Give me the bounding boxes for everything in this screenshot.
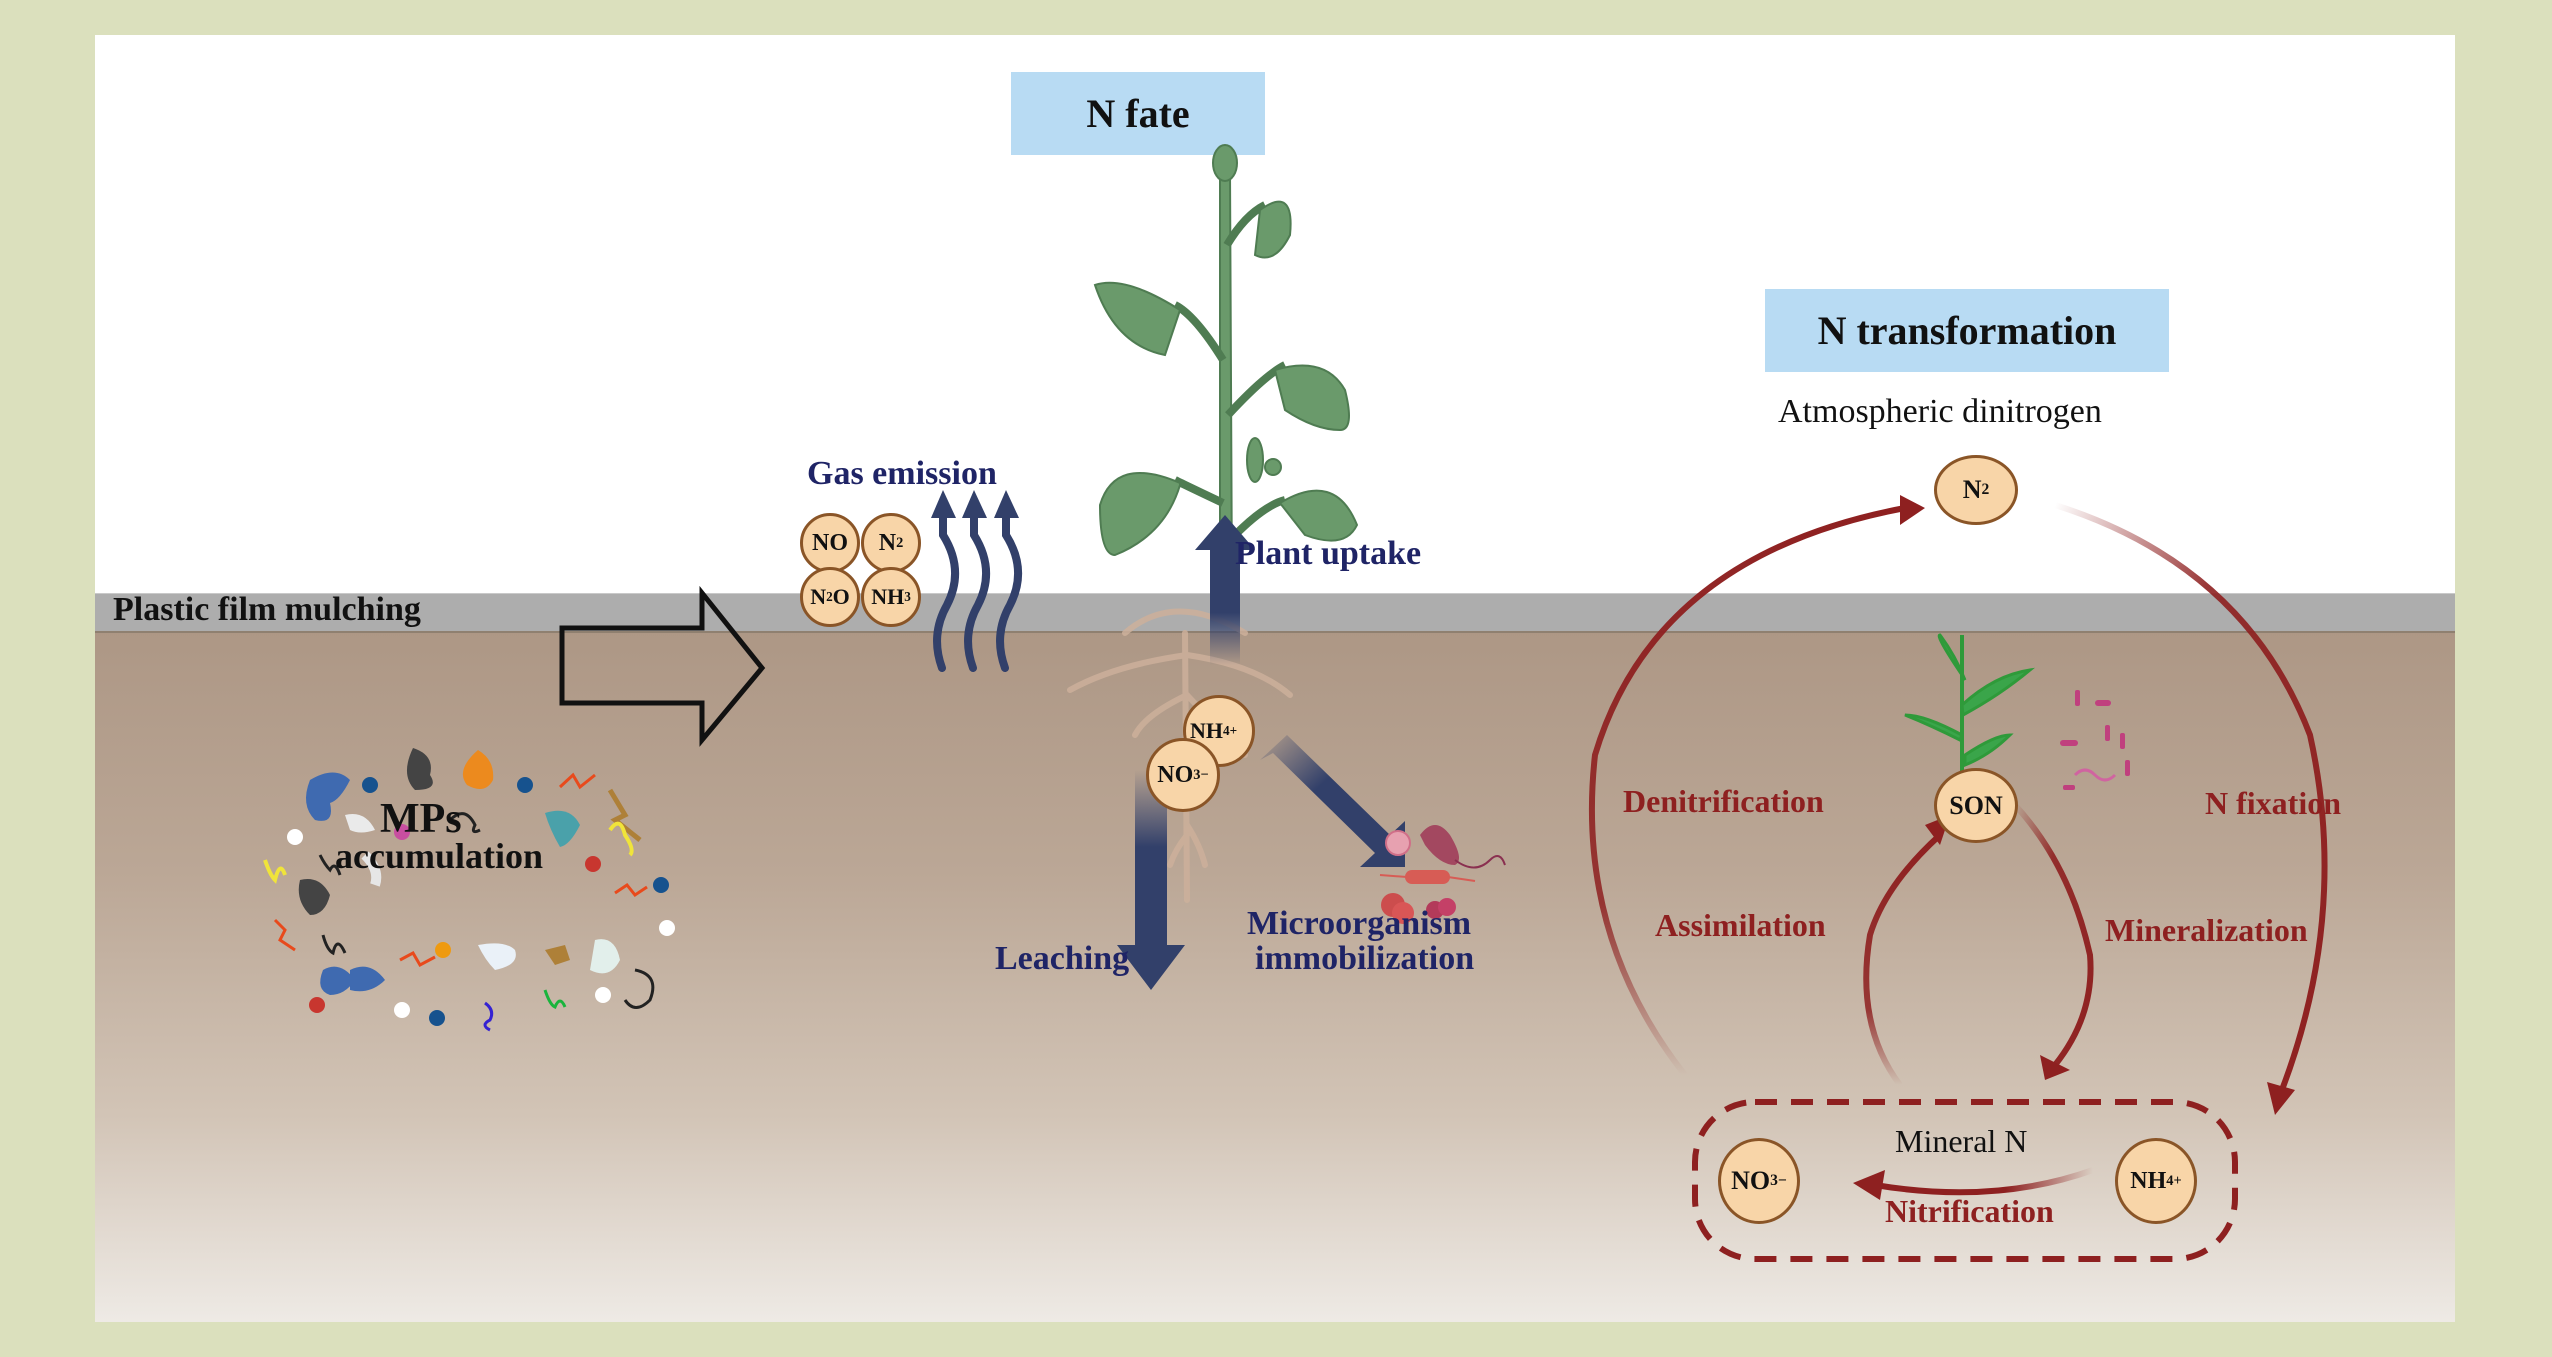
micro-label-line2: immobilization	[1255, 940, 1475, 977]
hollow-arrow-icon	[559, 585, 766, 747]
n-fixation-arrowhead	[2267, 1082, 2295, 1115]
gas-arrowheads	[931, 490, 1019, 518]
molecule-no: NO	[800, 513, 860, 573]
micro-label-line1: Microorganism	[1247, 905, 1472, 942]
plastic-film-label: Plastic film mulching	[113, 591, 421, 628]
assimilation-arrow	[1863, 832, 1943, 1087]
nitrification-arrow	[1874, 1167, 2095, 1196]
n-fixation-label: N fixation	[2205, 785, 2341, 821]
mineralization-arrowhead	[2040, 1055, 2070, 1080]
nitrification-arrowhead	[1853, 1170, 1885, 1200]
diagram-panel: N fate N transformation	[95, 35, 2455, 1322]
mineralization-label: Mineralization	[2105, 912, 2308, 948]
denitrification-arrow	[1588, 505, 1906, 1077]
n-fate-title: N fate	[1011, 72, 1265, 155]
n-fixation-arrow	[2054, 502, 2328, 1097]
son-node: SON	[1934, 768, 2018, 843]
nitrification-label: Nitrification	[1885, 1193, 2054, 1229]
gas-emission-arrows	[933, 509, 1023, 672]
gas-emission-label: Gas emission	[807, 455, 997, 492]
plant-illustration	[1093, 144, 1359, 596]
leaching-arrow	[1117, 770, 1185, 990]
mps-title: MPs	[380, 796, 462, 842]
mps-subtitle: accumulation	[335, 836, 544, 876]
crop-seedling-illustration	[1904, 633, 2036, 811]
plastic-film-layer	[95, 593, 2455, 633]
atmospheric-dinitrogen-label: Atmospheric dinitrogen	[1778, 393, 2102, 430]
n-fate-title-text: N fate	[1086, 91, 1190, 136]
assimilation-label: Assimilation	[1655, 907, 1826, 943]
denitrification-arrowhead	[1900, 495, 1925, 525]
diagram-graphics	[263, 144, 2328, 1262]
microorganisms-illustration	[1379, 825, 1506, 924]
leaching-label: Leaching	[995, 940, 1130, 977]
plant-uptake-arrow	[1195, 515, 1255, 665]
microplastics-particles	[263, 748, 675, 1032]
mineralization-arrow	[2012, 802, 2094, 1067]
n-transformation-title: N transformation	[1765, 289, 2169, 372]
soil-microbes-illustration	[2060, 690, 2130, 790]
mineral-n-label: Mineral N	[1895, 1123, 2028, 1159]
n-transformation-title-text: N transformation	[1817, 308, 2117, 353]
plant-uptake-label: Plant uptake	[1235, 535, 1422, 572]
immobilization-arrow	[1260, 735, 1405, 867]
denitrification-label: Denitrification	[1623, 783, 1824, 819]
